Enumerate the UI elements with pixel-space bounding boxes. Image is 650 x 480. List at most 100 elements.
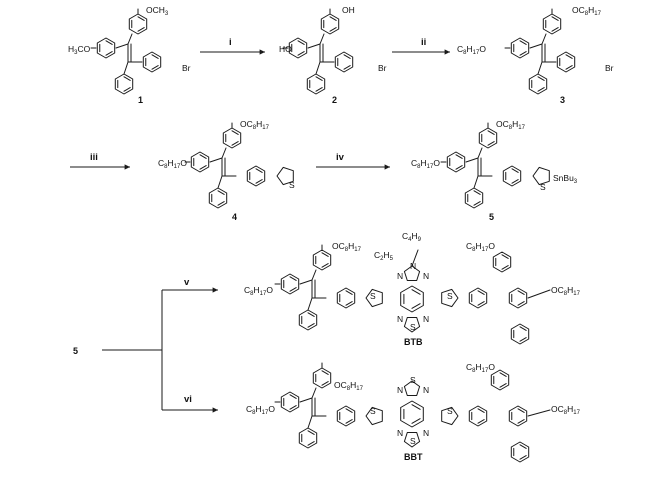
svg-text:C8H17O: C8H17O — [457, 44, 486, 56]
aromatic-double-bond — [321, 263, 329, 268]
aromatic-double-bond — [217, 190, 225, 195]
thiophene-ring — [276, 166, 294, 186]
s-label-bbt-top: S — [410, 375, 416, 385]
bond — [541, 33, 547, 45]
ho-label: HO — [279, 44, 292, 54]
snbu3-label: SnBu3 — [553, 173, 578, 185]
aromatic-double-bond — [123, 76, 131, 81]
svg-text:OC8H17: OC8H17 — [551, 285, 581, 297]
tpe-top-ring — [312, 367, 332, 389]
svg-text:C8H17O: C8H17O — [466, 241, 495, 253]
bond — [473, 175, 479, 189]
n-label-btb-3: N — [423, 271, 429, 281]
aromatic-double-bond — [151, 54, 159, 59]
thiophene-ring — [365, 406, 383, 426]
triazole-ring — [403, 265, 421, 281]
btb-name: BTB — [404, 337, 423, 347]
aromatic-double-bond — [411, 418, 421, 424]
tpe-left-ring — [280, 391, 300, 413]
aromatic-double-bond — [477, 419, 485, 424]
bond — [477, 147, 483, 159]
core-benzene-ring — [400, 285, 424, 313]
phenylene-ring — [468, 405, 488, 427]
s-label-btb-core: S — [410, 322, 416, 332]
arrow-step-v-head — [212, 287, 218, 293]
tpe-top-ring — [478, 127, 498, 149]
thiadiazole-ring — [403, 317, 421, 333]
s-label-bbt-bottom: S — [410, 436, 416, 446]
aromatic-double-bond — [537, 76, 545, 81]
aromatic-double-bond — [477, 290, 485, 295]
bond — [123, 61, 129, 75]
c8h17o-label-btb-left: C8H17O — [244, 285, 273, 297]
svg-text:C8H17O: C8H17O — [466, 362, 495, 374]
tpe-left-ring — [280, 273, 300, 295]
aromatic-double-bond — [499, 372, 507, 377]
svg-text:C4H9: C4H9 — [402, 231, 422, 243]
svg-text:C2H5: C2H5 — [374, 250, 394, 262]
bond — [307, 297, 313, 311]
compound-number-2: 2 — [332, 95, 337, 105]
tpe-right-ring — [508, 405, 528, 427]
svg-text:OC8H17: OC8H17 — [334, 380, 364, 392]
n-label-bbt-3: N — [397, 428, 403, 438]
alkyl-bond — [411, 249, 419, 267]
n-label-bbt-1: N — [397, 385, 403, 395]
br-label-3: Br — [605, 63, 614, 73]
bond — [299, 279, 313, 285]
bond — [311, 269, 317, 281]
ether-bond — [527, 289, 551, 299]
aromatic-double-bond — [501, 265, 509, 270]
aromatic-double-bond — [477, 408, 485, 413]
aromatic-double-bond — [137, 27, 145, 32]
tpe-top-ring — [320, 13, 340, 35]
aromatic-double-bond — [501, 254, 509, 259]
aromatic-double-bond — [511, 168, 519, 173]
bond — [529, 43, 543, 49]
aromatic-double-bond — [199, 154, 207, 159]
thiadiazole-ring — [403, 432, 421, 448]
aromatic-double-bond — [455, 154, 463, 159]
aromatic-double-bond — [217, 201, 225, 206]
aromatic-double-bond — [517, 408, 525, 413]
starting-material-number: 5 — [73, 346, 78, 356]
tpe-top-ring — [222, 127, 242, 149]
aromatic-double-bond — [519, 444, 527, 449]
tpe-bottom-ring — [306, 73, 326, 95]
thiophene-ring — [365, 288, 383, 308]
n-label-btb-1: N — [410, 261, 416, 271]
aromatic-double-bond — [499, 383, 507, 388]
s-label-5: S — [540, 182, 546, 192]
tpe-bottom-ring — [298, 427, 318, 449]
aromatic-double-bond — [307, 312, 315, 317]
br-label-1: Br — [182, 63, 191, 73]
step-label-i: i — [229, 37, 232, 48]
n-label-btb-4: N — [397, 314, 403, 324]
thiophene-ring — [532, 166, 550, 186]
aromatic-double-bond — [329, 27, 337, 32]
aromatic-double-bond — [477, 301, 485, 306]
s-label-4: S — [289, 180, 295, 190]
reaction-arrows — [70, 49, 450, 413]
och3-label: OCH3 — [146, 5, 169, 17]
aromatic-double-bond — [307, 441, 315, 446]
step-label-ii: ii — [421, 37, 426, 48]
compound-number-4: 4 — [232, 212, 237, 222]
bond — [299, 397, 313, 403]
aromatic-double-bond — [519, 40, 527, 45]
step-label-iv: iv — [336, 152, 345, 163]
svg-text:OC8H17: OC8H17 — [332, 241, 362, 253]
n-label-bbt-2: N — [423, 385, 429, 395]
aromatic-double-bond — [455, 165, 463, 170]
aromatic-double-bond — [321, 370, 329, 375]
aromatic-double-bond — [345, 408, 353, 413]
aromatic-double-bond — [321, 252, 329, 257]
aromatic-double-bond — [315, 87, 323, 92]
tpe-top-ring — [490, 369, 510, 391]
aromatic-double-bond — [151, 65, 159, 70]
thiadiazole-ring — [403, 380, 421, 396]
tpe-bottom-ring — [464, 187, 484, 209]
c8h17o-label-4b: C8H17O — [158, 158, 187, 170]
c2h5-label: C2H5 — [374, 250, 394, 262]
